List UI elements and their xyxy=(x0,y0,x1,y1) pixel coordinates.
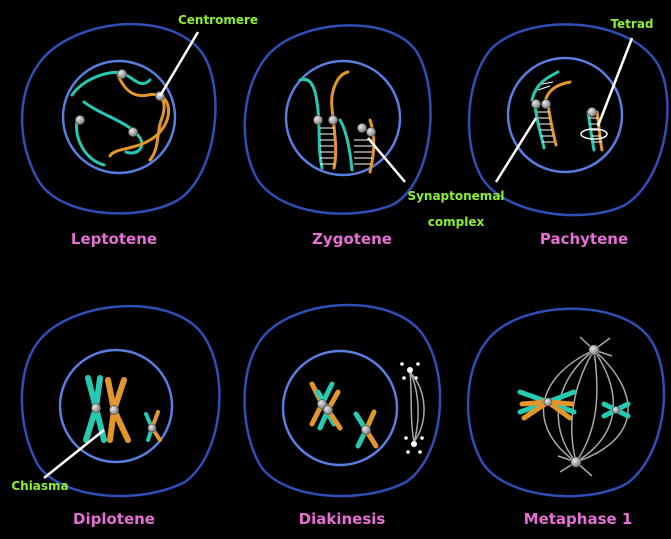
chiasma-pointer xyxy=(44,430,104,478)
centromere-pointer xyxy=(160,32,198,96)
cell-diakinesis xyxy=(245,305,441,496)
stage-label-diplotene: Diplotene xyxy=(73,510,155,528)
stage-label-leptotene: Leptotene xyxy=(71,230,157,248)
stage-label-zygotene: Zygotene xyxy=(312,230,392,248)
cell-metaphase-1 xyxy=(468,309,664,496)
nuclear-membrane xyxy=(508,58,622,172)
stage-label-metaphase-1: Metaphase 1 xyxy=(524,510,633,528)
cell-membrane xyxy=(469,24,667,215)
cell-leptotene xyxy=(22,24,215,213)
label-synaptonemal: Synaptonemal xyxy=(407,189,504,203)
cell-pachytene xyxy=(469,24,667,215)
cell-membrane xyxy=(22,306,220,496)
label-centromere: Centromere xyxy=(178,13,258,27)
chromosomes xyxy=(520,392,628,418)
centromere-dots xyxy=(532,100,597,117)
stage-label-diakinesis: Diakinesis xyxy=(299,510,386,528)
cell-zygotene xyxy=(245,25,431,213)
label-complex: complex xyxy=(428,215,485,229)
nuclear-membrane xyxy=(283,351,397,465)
tetrad-pointer xyxy=(598,38,632,126)
chromosomes xyxy=(72,72,169,165)
cell-diplotene xyxy=(22,306,220,496)
chromosomes xyxy=(312,384,376,446)
label-tetrad: Tetrad xyxy=(610,17,653,31)
label-chiasma: Chiasma xyxy=(11,479,68,493)
forming-spindle xyxy=(410,372,424,442)
synaptonemal-pointer xyxy=(496,118,536,182)
stage-label-pachytene: Pachytene xyxy=(540,230,628,248)
